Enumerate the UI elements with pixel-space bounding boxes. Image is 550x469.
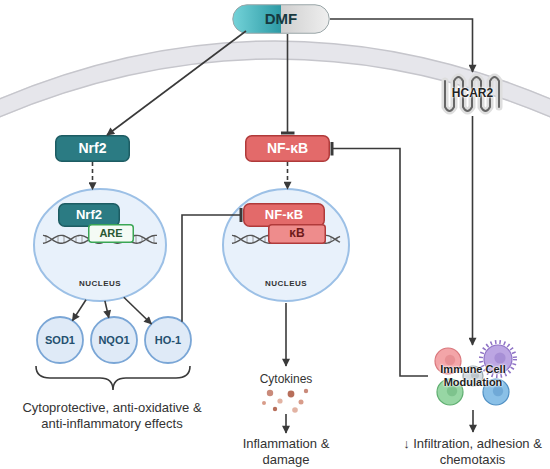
box-outline xyxy=(59,204,120,227)
pill-outline xyxy=(233,5,330,34)
arrow-connector xyxy=(105,301,109,318)
node-text: NQO1 xyxy=(90,316,138,364)
node-text: NUCLEUS xyxy=(33,278,167,290)
arrow-connector xyxy=(107,31,246,135)
node-text: Nrf2 xyxy=(58,203,120,227)
node-text: Nrf2 xyxy=(55,135,130,162)
nucleus-outline xyxy=(223,189,349,301)
cell-nucleus xyxy=(494,352,505,363)
enzyme-circle: SOD1 xyxy=(36,316,84,364)
box-outline xyxy=(56,136,130,162)
protein-box: Nrf2 xyxy=(58,203,120,227)
node-text: NF-κB xyxy=(243,203,325,227)
dna-rung xyxy=(82,235,83,243)
node-text: NF-κB xyxy=(245,135,330,162)
cytokine-particles xyxy=(262,389,308,413)
immune-cell-cluster: Immune Cell Modulation xyxy=(428,345,518,407)
node-text: HCAR2 xyxy=(440,72,505,116)
box-outline xyxy=(269,225,326,244)
protein-box: NF-κB xyxy=(243,203,325,227)
node-text: DMF xyxy=(232,4,330,34)
inhibition-connector xyxy=(332,149,428,377)
cytokine-particle xyxy=(299,400,304,405)
annotation-text: Cytokines xyxy=(246,371,326,387)
arrow-connector xyxy=(124,297,152,324)
dna-rung xyxy=(58,236,59,243)
inhibition-connector xyxy=(182,215,241,322)
annotation-text: ↓ Infiltration, adhesion & chemotaxis xyxy=(390,436,550,468)
protein-box: NF-κB xyxy=(245,135,330,162)
circle-outline xyxy=(91,317,137,363)
membrane-inner-line xyxy=(0,59,550,121)
cytokine-particle xyxy=(288,391,295,398)
enzyme-circle: HO-1 xyxy=(144,316,192,364)
grouping-brace xyxy=(36,366,190,390)
drug-pill: DMF xyxy=(232,4,330,34)
nucleus-ellipse: NUCLEUS Nrf2ARE xyxy=(33,188,167,302)
dna-element-box: ARE xyxy=(88,224,134,243)
dna-rung xyxy=(136,235,137,243)
dna-rung xyxy=(253,236,254,243)
dna-rung xyxy=(64,236,65,243)
node-text: κB xyxy=(268,224,326,244)
cytokine-particle xyxy=(277,398,282,403)
annotation-text: Inflammation & damage xyxy=(240,436,332,468)
circle-outline xyxy=(145,317,191,363)
dna-rung xyxy=(46,236,47,243)
node-text: ARE xyxy=(88,224,134,243)
node-text: SOD1 xyxy=(36,316,84,364)
dna-rung xyxy=(247,236,248,243)
cytokine-particle xyxy=(267,390,273,396)
node-text: HO-1 xyxy=(144,316,192,364)
arrow-connector xyxy=(472,116,474,345)
arrow-connector xyxy=(72,300,86,321)
annotation-text: Cytoprotective, anti-oxidative & anti-in… xyxy=(8,400,216,432)
dna-rung xyxy=(154,235,155,243)
circle-outline xyxy=(37,317,83,363)
cytokine-arrow xyxy=(285,303,287,366)
node-text: Immune Cell Modulation xyxy=(428,345,518,407)
cytokine-particle xyxy=(262,401,266,405)
node-text: NUCLEUS xyxy=(222,278,350,290)
dna-rung xyxy=(235,236,236,243)
inhibition-connector xyxy=(287,34,289,133)
box-outline xyxy=(244,204,325,227)
inflammation-arrow xyxy=(285,414,287,433)
cytokine-particle xyxy=(292,407,298,413)
nucleus-ellipse: NUCLEUS NF-κBκB xyxy=(222,188,350,302)
outcome-arrow xyxy=(472,410,474,432)
nucleus-outline xyxy=(34,189,166,301)
receptor-symbol: HCAR2 xyxy=(440,72,505,116)
dna-element-box: κB xyxy=(268,224,326,244)
enzyme-circle: NQO1 xyxy=(90,316,138,364)
cytokine-particle xyxy=(273,407,277,411)
box-outline xyxy=(246,136,330,162)
cytokine-particle xyxy=(304,389,308,393)
box-outline xyxy=(89,225,134,243)
arrow-connector xyxy=(287,162,289,189)
protein-box: Nrf2 xyxy=(55,135,130,162)
arrow-connector xyxy=(330,19,473,72)
arrow-connector xyxy=(92,162,94,189)
